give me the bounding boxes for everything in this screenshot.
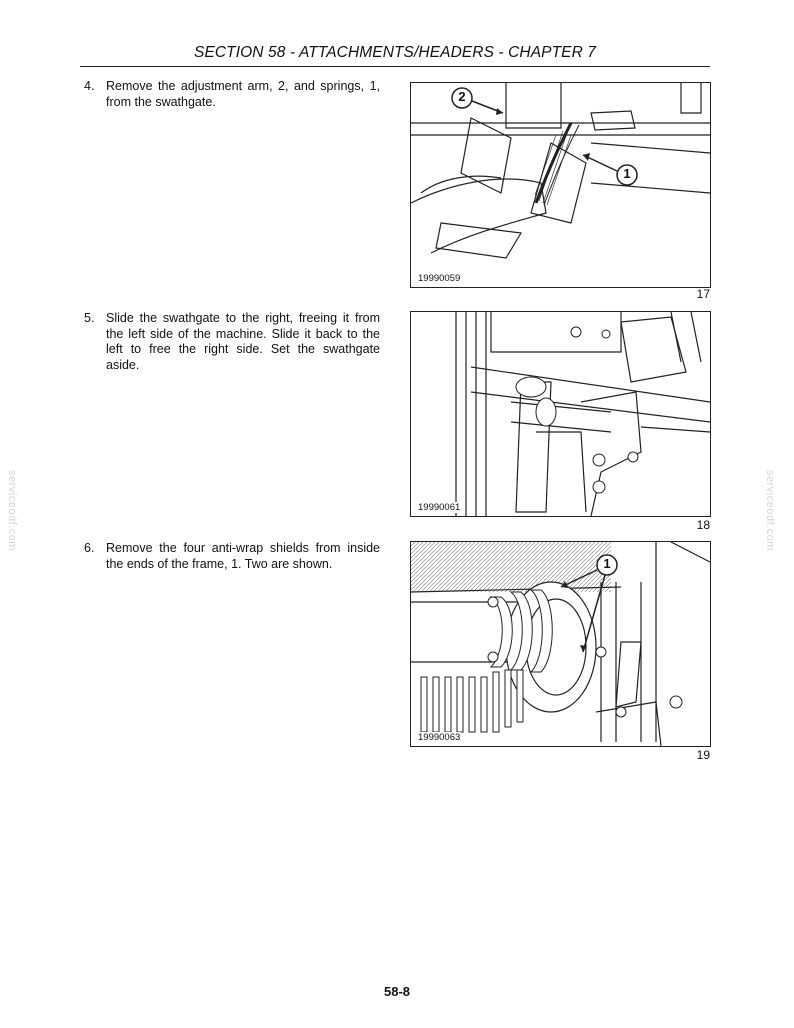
step-4: 4. Remove the adjustment arm, 2, and spr…	[84, 79, 380, 110]
page-number: 58-8	[383, 984, 411, 999]
figure-code: 19990061	[417, 502, 462, 513]
step-text: Slide the swathgate to the right, freein…	[106, 311, 380, 372]
callout-1-label: 1	[603, 556, 611, 571]
step-number: 4.	[84, 79, 95, 93]
step-text: Remove the four anti-wrap shields from i…	[106, 541, 380, 571]
step-6: 6. Remove the four anti-wrap shields fro…	[84, 541, 380, 572]
figure-18-drawing	[455, 312, 710, 516]
figure-code: 19990059	[417, 273, 462, 284]
figure-17-drawing	[411, 83, 710, 259]
callout-1	[582, 153, 638, 186]
watermark-right: serviceodf.com	[764, 470, 776, 551]
step-number: 5.	[84, 311, 95, 325]
figure-19-drawing	[411, 542, 710, 746]
callout-2-label: 2	[458, 89, 466, 104]
callout-1	[560, 554, 618, 653]
figure-17-illustration: 2 1 19990059	[410, 82, 711, 288]
figure-number: 19	[696, 748, 710, 762]
figure-number: 18	[696, 518, 710, 532]
header-rule	[80, 66, 710, 67]
figure-number: 17	[696, 287, 710, 301]
figure-code: 19990063	[417, 732, 462, 743]
callout-1-label: 1	[623, 166, 631, 181]
step-5: 5. Slide the swathgate to the right, fre…	[84, 311, 380, 373]
step-text: Remove the adjustment arm, 2, and spring…	[106, 79, 380, 109]
figure-19-illustration: 1 19990063	[410, 541, 711, 747]
section-header: SECTION 58 - ATTACHMENTS/HEADERS - CHAPT…	[194, 44, 596, 61]
figure-18-illustration: 19990061	[410, 311, 711, 517]
callout-2	[451, 87, 504, 115]
watermark-left: serviceodf.com	[6, 470, 18, 551]
step-number: 6.	[84, 541, 95, 555]
